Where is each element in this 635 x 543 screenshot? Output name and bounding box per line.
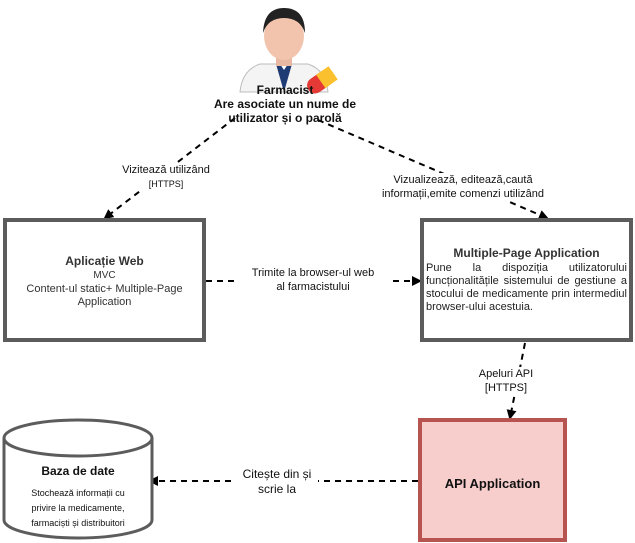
edge-label-api-to-db: Citește din și scrie la (236, 467, 318, 497)
edge-label-mpa-to-api: Apeluri API [HTTPS] (472, 367, 540, 395)
database-title: Baza de date (41, 464, 115, 478)
edge-label-actor-to-mpa-line1: Vizualizează, editează,caută (393, 174, 533, 186)
edge-label-actor-to-mpa-line2: informații,emite comenzi utilizând (381, 188, 544, 200)
edge-label-web-to-mpa-line2: al farmacistului (276, 281, 350, 293)
node-api: API Application (418, 418, 567, 542)
edge-label-api-to-db-line1: Citește din și (242, 467, 312, 481)
database-body-1: Stochează informații cu (31, 488, 125, 498)
database-body-3: farmaciști și distribuitori (31, 518, 125, 528)
api-title: API Application (444, 476, 541, 491)
node-web-app: Aplicație Web MVC Content-ul static+ Mul… (3, 218, 206, 342)
edge-label-mpa-to-api-line2: [HTTPS] (484, 382, 528, 394)
actor-description-2: utilizator și o parolă (228, 111, 342, 125)
edge-label-actor-to-web-line2: [HTTPS] (148, 179, 184, 189)
edge-actor-to-mpa (317, 119, 549, 220)
edge-label-actor-to-web: Vizitează utilizând [HTTPS] (110, 163, 222, 191)
web-app-body-2: Application (77, 296, 132, 308)
mpa-body: Pune la dispoziția utilizatorului funcți… (426, 262, 627, 313)
pharmacist-person-icon (239, 8, 338, 94)
edge-label-mpa-to-api-line1: Apeluri API (478, 368, 534, 380)
actor-name: Farmacist (256, 83, 314, 97)
database-cylinder-icon (2, 418, 154, 540)
web-app-title: Aplicație Web (65, 254, 144, 268)
edge-label-web-to-mpa: Trimite la browser-ul web al farmacistul… (238, 266, 388, 294)
actor-description-1: Are asociate un nume de (213, 97, 357, 111)
mpa-title: Multiple-Page Application (453, 246, 600, 260)
node-mpa: Multiple-Page Application Pune la dispoz… (420, 218, 633, 342)
web-app-body-1: Content-ul static+ Multiple-Page (26, 283, 183, 295)
edge-label-web-to-mpa-line1: Trimite la browser-ul web (251, 267, 375, 279)
edge-label-actor-to-web-line1: Vizitează utilizând (122, 164, 210, 176)
edge-label-actor-to-mpa: Vizualizează, editează,caută informații,… (368, 173, 558, 201)
actor: Farmacist Are asociate un nume de utiliz… (214, 0, 356, 130)
web-app-subtitle: MVC (93, 270, 116, 281)
edge-label-api-to-db-line2: scrie la (257, 482, 296, 496)
database-body-2: privire la medicamente, (31, 503, 125, 513)
